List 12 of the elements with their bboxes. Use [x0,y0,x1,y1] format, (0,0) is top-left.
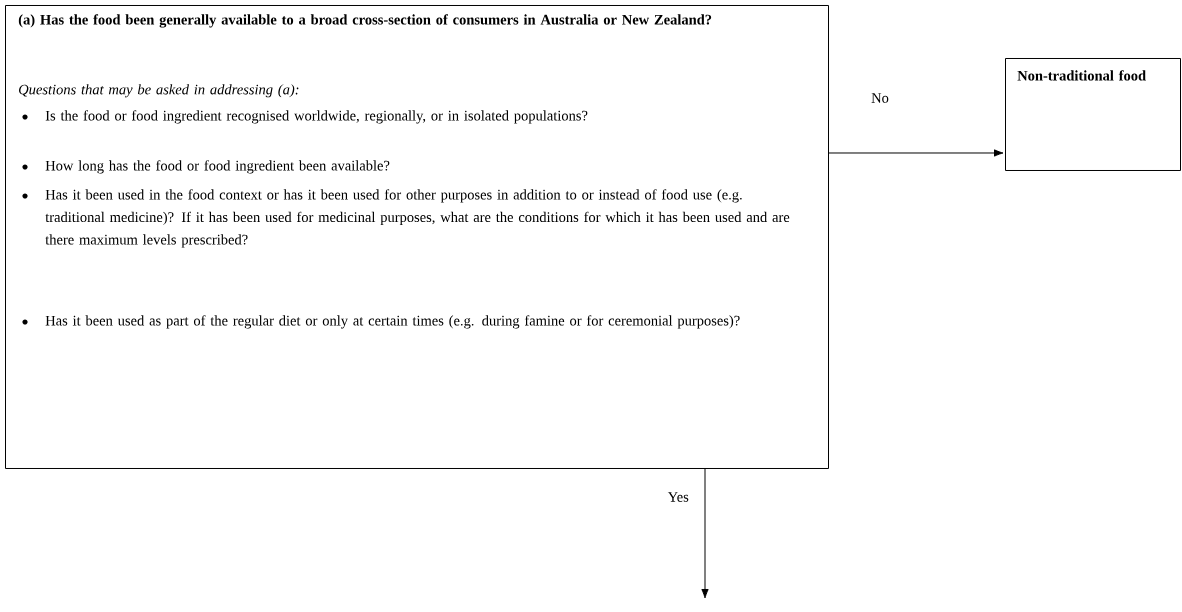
arrow [828,149,1004,157]
edge-label: No [870,92,890,104]
arrow [701,468,709,599]
bullet-item: Has it been used in the food context or has it been used for other purposes in addition to or instead of food use (e.g. traditional medicine)? If it has been used for medicinal purposes, what are the conditions for which it has been used and are there maximum levels prescribed? [22,189,790,248]
heading-text: (a) Has the food been generally available to a broad cross-section of consumers in Australia or New Zealand? [18,14,712,28]
heading-text: Non-traditional food [1017,70,1146,81]
note-text: Questions that may be asked in addressing (a): [19,84,299,98]
edge-label: Yes [666,491,690,503]
bullet-item: Is the food or food ingredient recognised worldwide, regionally, or in isolated populations? [22,110,588,124]
bullet-item: Has it been used as part of the regular diet or only at certain times (e.g. during famine or for ceremonial purposes)? [22,315,740,329]
result-box [1005,58,1181,171]
bullet-item: How long has the food or food ingredient been available? [22,160,390,174]
